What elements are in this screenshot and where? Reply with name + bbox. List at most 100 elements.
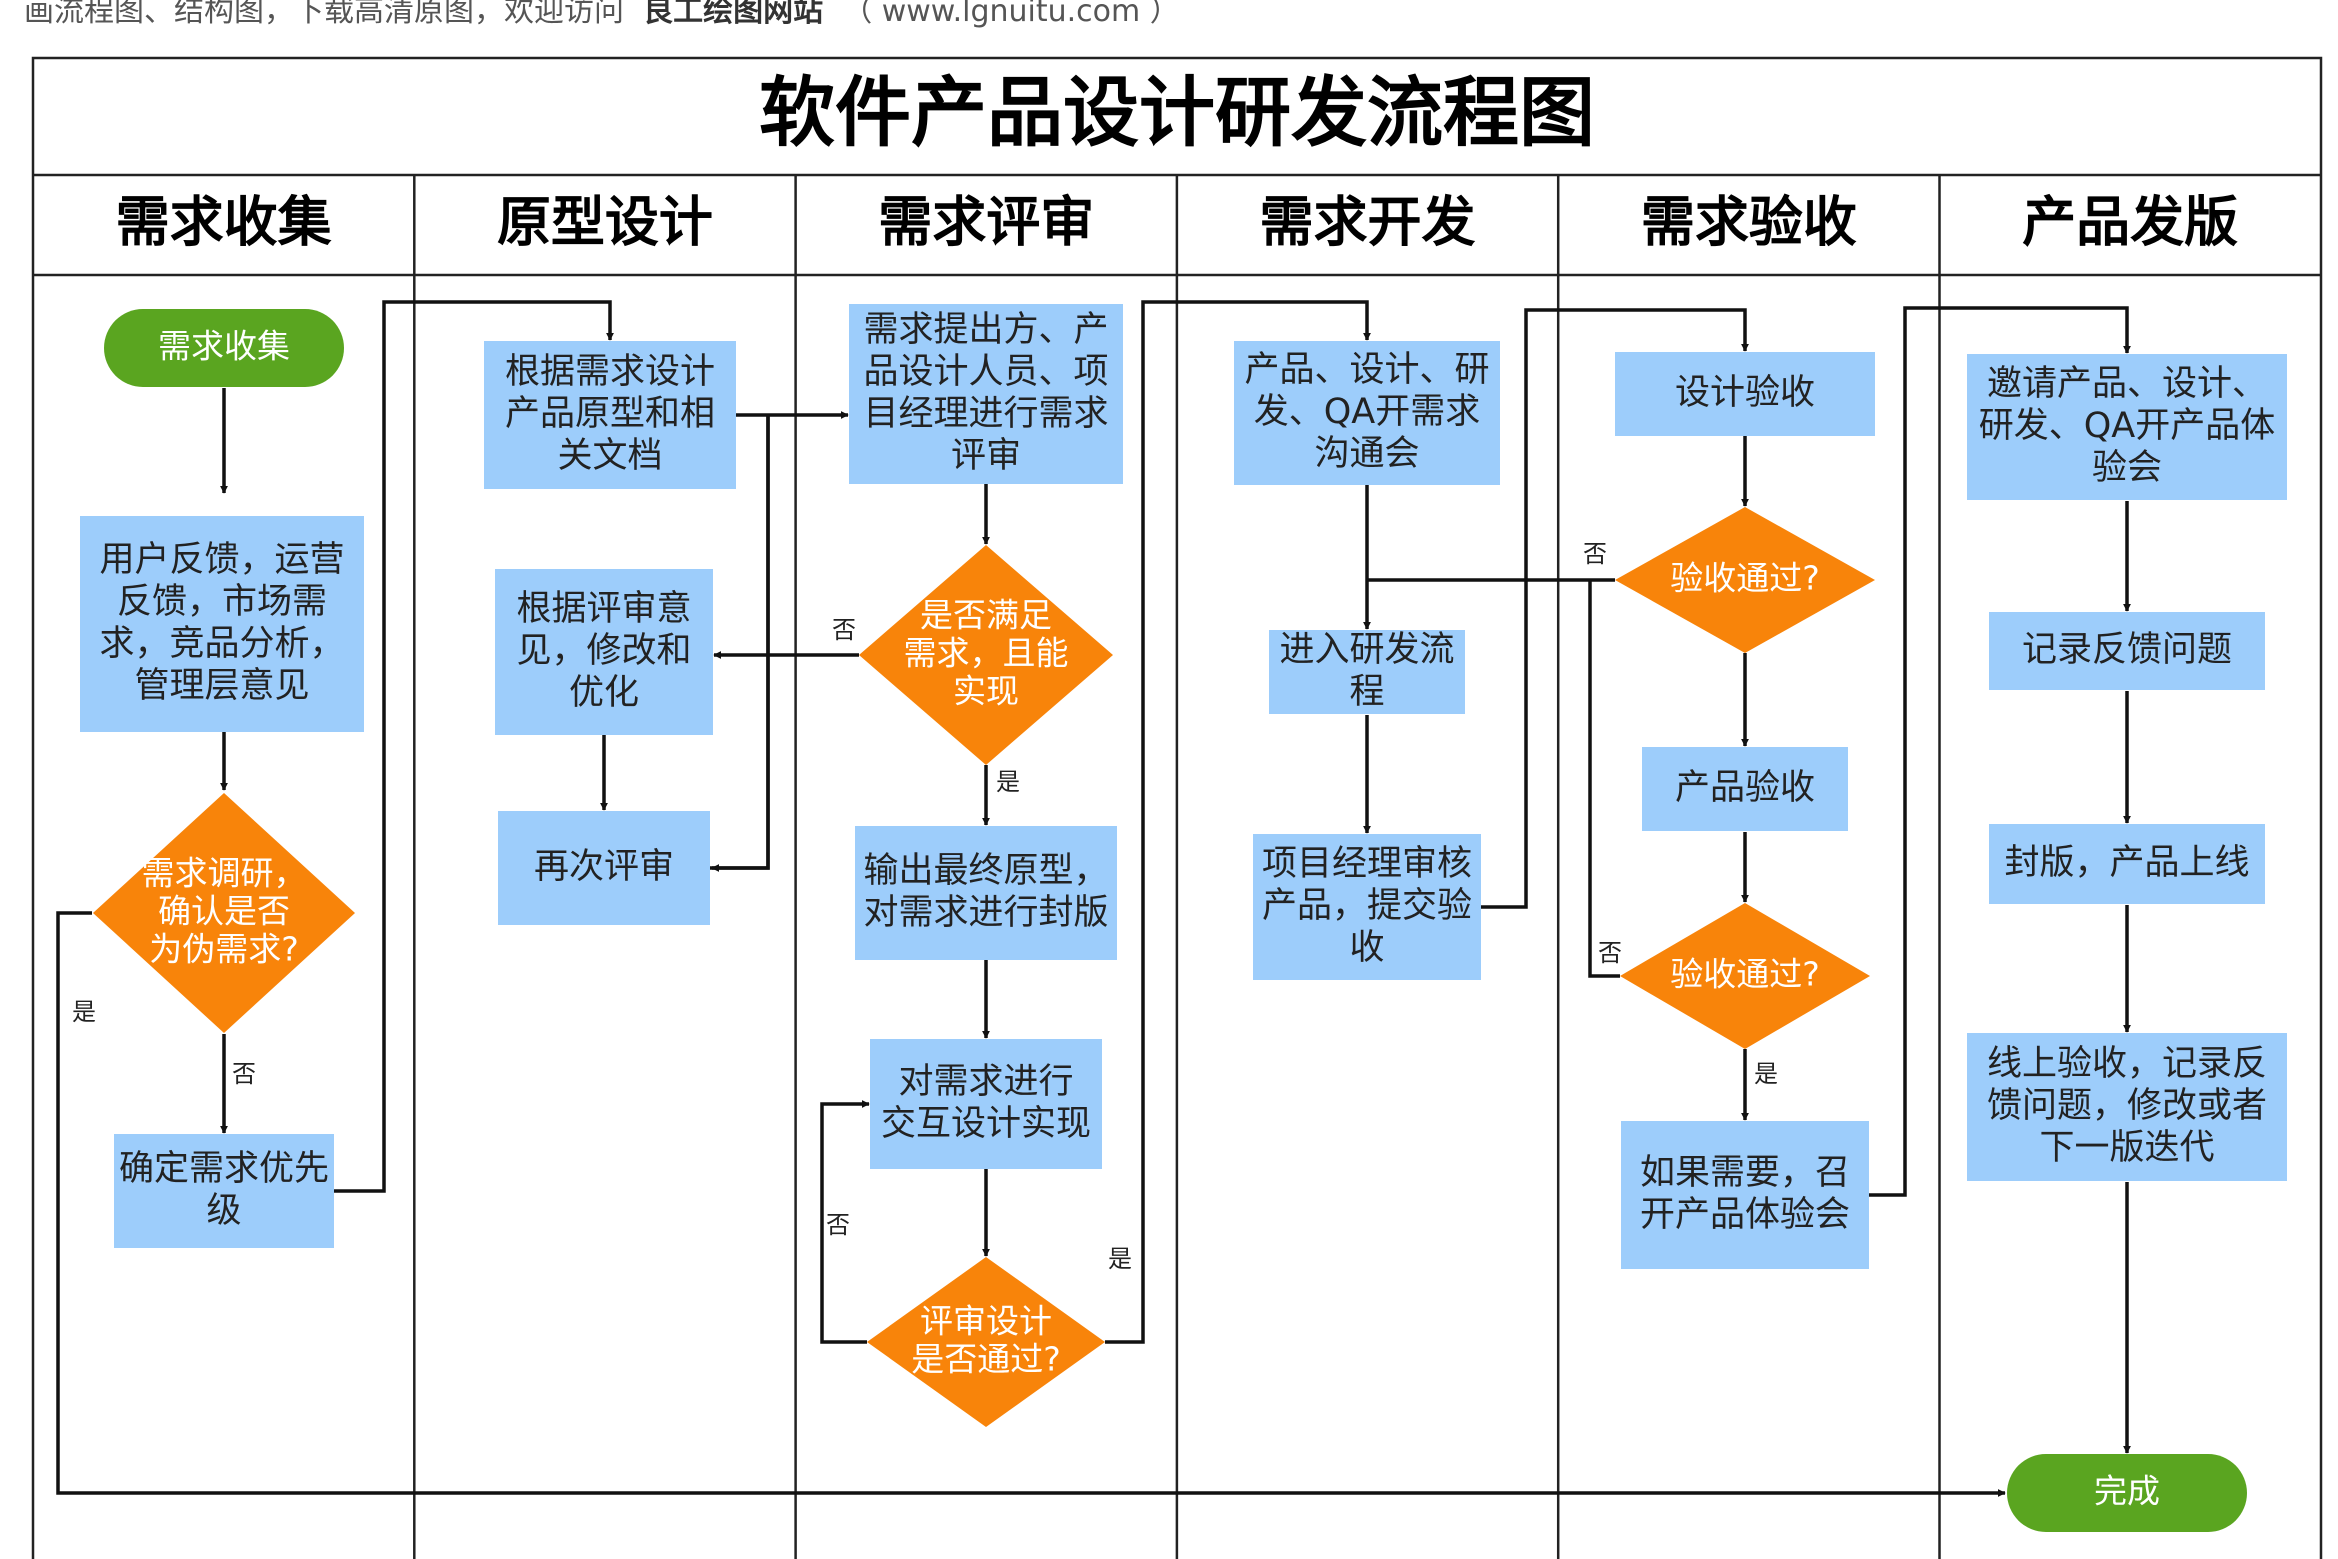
node-label-line: 馈问题，修改或者 (1987, 1086, 2267, 1126)
process-shape (484, 341, 736, 489)
node-label: 线上验收，记录反馈问题，修改或者下一版迭代 (1987, 1044, 2267, 1168)
decision-shape (93, 793, 355, 1033)
node-label-line: 反馈，市场需 (117, 582, 327, 622)
node-label-line: 产品原型和相 (505, 394, 715, 434)
node-label: 用户反馈，运营反馈，市场需求，竞品分析，管理层意见 (99, 540, 344, 706)
decision-shape (867, 1257, 1105, 1427)
node-label-line: 进入研发流 (1279, 630, 1454, 670)
process-online-acceptance: 线上验收，记录反馈问题，修改或者下一版迭代 (1967, 1033, 2287, 1181)
diagram-title: 软件产品设计研发流程图 (759, 68, 1595, 157)
process-shape (1615, 352, 1875, 436)
node-label-line: 求，竞品分析， (99, 624, 344, 664)
nodes: 需求收集用户反馈，运营反馈，市场需求，竞品分析，管理层意见需求调研，确认是否为伪… (80, 304, 2287, 1532)
node-label-line: 根据需求设计 (505, 352, 715, 392)
node-label-line: 封版，产品上线 (2004, 843, 2249, 883)
end-terminal-complete: 完成 (2007, 1454, 2247, 1532)
decision-shape (859, 545, 1113, 765)
edge-pass2-no-devflow (1588, 580, 1620, 978)
node-label: 邀请产品、设计、研发、QA开产品体验会 (1979, 364, 2276, 488)
header-brand: 良工绘图网站 (643, 0, 823, 29)
decision-meet-demand: 是否满足需求，且能实现 (859, 545, 1113, 765)
node-label: 封版，产品上线 (2004, 843, 2249, 883)
node-label-line: 程 (1349, 672, 1384, 712)
node-label: 根据评审意见，修改和优化 (516, 589, 691, 713)
node-label-line: 需求调研， (142, 854, 307, 893)
node-label: 进入研发流程 (1279, 630, 1454, 712)
node-label-line: 实现 (953, 672, 1019, 711)
edge-designok-yes-devmeet (1105, 300, 1371, 1344)
process-shape (1642, 747, 1848, 831)
node-label-line: 根据评审意 (516, 589, 691, 629)
process-shape (1967, 354, 2287, 500)
node-label-line: 优化 (569, 673, 639, 713)
process-record-issues: 记录反馈问题 (1989, 612, 2265, 690)
node-label: 需求提出方、产品设计人员、项目经理进行需求评审 (863, 310, 1108, 476)
lane-collect-header: 需求收集 (116, 191, 332, 254)
node-label: 验收通过? (1670, 559, 1820, 598)
lane-prototype-header: 原型设计 (497, 191, 713, 254)
process-pm-review-submit: 项目经理审核产品，提交验收 (1253, 834, 1481, 980)
node-label: 记录反馈问题 (2022, 630, 2232, 670)
node-label-line: 项目经理审核 (1262, 844, 1472, 884)
node-label: 需求调研，确认是否为伪需求? (142, 854, 307, 969)
node-label-line: 关文档 (557, 436, 662, 476)
node-label-line: 级 (206, 1191, 241, 1231)
node-label-line: 是否满足 (920, 596, 1052, 635)
node-label-line: 开产品体验会 (1640, 1195, 1850, 1235)
node-label-line: 评审 (951, 436, 1021, 476)
node-label: 评审设计是否通过? (911, 1302, 1061, 1379)
process-shape (1989, 824, 2265, 904)
process-shape (1234, 341, 1500, 485)
process-design-acceptance: 设计验收 (1615, 352, 1875, 436)
edge-experience-invite (1869, 306, 2131, 1197)
node-label-line: 目经理进行需求 (863, 394, 1108, 434)
terminal-shape (104, 309, 344, 387)
node-label-line: 是否通过? (911, 1340, 1061, 1379)
node-label-line: 再次评审 (534, 847, 674, 887)
node-label-line: 下一版迭代 (2039, 1128, 2214, 1168)
process-shape (1989, 612, 2265, 690)
process-shape (1621, 1121, 1869, 1269)
decision-shape (1615, 507, 1875, 653)
node-label: 产品验收 (1675, 768, 1815, 808)
edge-label-no-design: 否 (826, 1211, 850, 1239)
process-shape (849, 304, 1123, 484)
node-label: 如果需要，召开产品体验会 (1640, 1153, 1850, 1235)
lane-headers: 需求收集原型设计需求评审需求开发需求验收产品发版 (116, 191, 2238, 254)
diagram-frame (31, 56, 2323, 1559)
node-label-line: 线上验收，记录反 (1987, 1044, 2267, 1084)
terminal-shape (2007, 1454, 2247, 1532)
lane-accept-header: 需求验收 (1641, 191, 1857, 254)
process-set-priority: 确定需求优先级 (114, 1134, 334, 1248)
process-shape (870, 1039, 1102, 1169)
node-label-line: 研发、QA开产品体 (1979, 406, 2276, 446)
node-label-line: 产品，提交验 (1262, 886, 1472, 926)
edge-label-yes-research: 是 (72, 998, 96, 1026)
process-shape (855, 826, 1117, 960)
node-label-line: 需求提出方、产 (863, 310, 1108, 350)
node-label-line: 确定需求优先 (119, 1149, 329, 1189)
node-label: 验收通过? (1670, 955, 1820, 994)
node-label-line: 见，修改和 (516, 631, 691, 671)
edge-priority-proto (334, 300, 614, 1193)
process-invite-experience: 邀请产品、设计、研发、QA开产品体验会 (1967, 354, 2287, 500)
decision-research-fake-demand: 需求调研，确认是否为伪需求? (93, 793, 355, 1033)
process-final-prototype: 输出最终原型，对需求进行封版 (855, 826, 1117, 960)
node-label-line: 为伪需求? (149, 930, 299, 969)
node-label-line: 需求收集 (158, 327, 290, 366)
node-label-line: 邀请产品、设计、 (1987, 364, 2267, 404)
process-shape (80, 516, 364, 732)
process-shape (495, 569, 713, 735)
edge-rereview-review (710, 415, 770, 870)
start-terminal-collect: 需求收集 (104, 309, 344, 387)
node-label: 对需求进行交互设计实现 (881, 1062, 1091, 1144)
edge-research-yes-end (56, 911, 2006, 1497)
process-design-prototype: 根据需求设计产品原型和相关文档 (484, 341, 736, 489)
node-label-line: 收 (1349, 928, 1384, 968)
process-rereview: 再次评审 (498, 811, 710, 925)
node-label: 设计验收 (1675, 373, 1815, 413)
process-shape (1269, 630, 1465, 714)
edge-label-yes-pass2: 是 (1754, 1060, 1778, 1088)
node-label-line: 验收通过? (1670, 559, 1820, 598)
process-dev-communication-meeting: 产品、设计、研发、QA开需求沟通会 (1234, 341, 1500, 485)
